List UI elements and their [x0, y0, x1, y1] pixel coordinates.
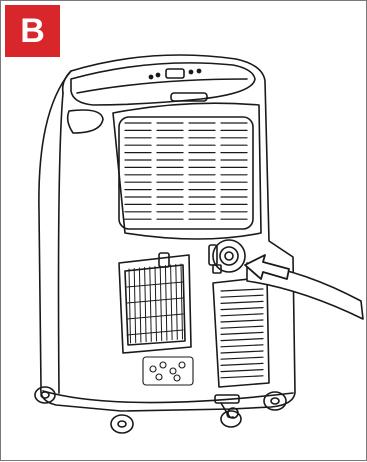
grille-slat	[221, 345, 263, 347]
filter-mesh-line	[160, 266, 162, 341]
filter-mesh-line	[176, 265, 178, 340]
grille-slat	[221, 332, 263, 334]
grille-slat	[221, 370, 263, 372]
filter-mesh-line	[134, 269, 136, 343]
filter-mesh-line	[145, 268, 147, 342]
filter-mesh-line	[165, 266, 167, 341]
grille-slat	[221, 289, 263, 291]
drain-hose-connector	[209, 240, 245, 273]
side-panel-edge	[59, 93, 64, 393]
filter-mesh-line	[150, 267, 152, 341]
control-panel-top	[71, 63, 255, 105]
side-handle-recess	[68, 110, 103, 133]
grille-slat	[221, 301, 263, 303]
grille-slat	[221, 351, 263, 353]
filter-mesh-line	[155, 267, 157, 342]
grille-slat	[221, 314, 263, 316]
filter-mesh-line	[127, 298, 183, 303]
filter-mesh-line	[139, 268, 141, 342]
grille-slat	[221, 326, 263, 328]
grille-slat	[221, 357, 263, 359]
grille-slat	[221, 295, 263, 297]
unit-base	[43, 391, 293, 403]
grille-slat	[221, 320, 263, 322]
filter-mesh-line	[171, 265, 173, 340]
grille-slat	[221, 308, 263, 310]
grille-slat	[221, 363, 263, 365]
filter-mesh-line	[181, 264, 183, 339]
filter-mesh-line	[129, 269, 131, 343]
grille-slat	[221, 376, 263, 378]
grille-slat	[221, 339, 263, 341]
label-sticker	[143, 357, 193, 385]
